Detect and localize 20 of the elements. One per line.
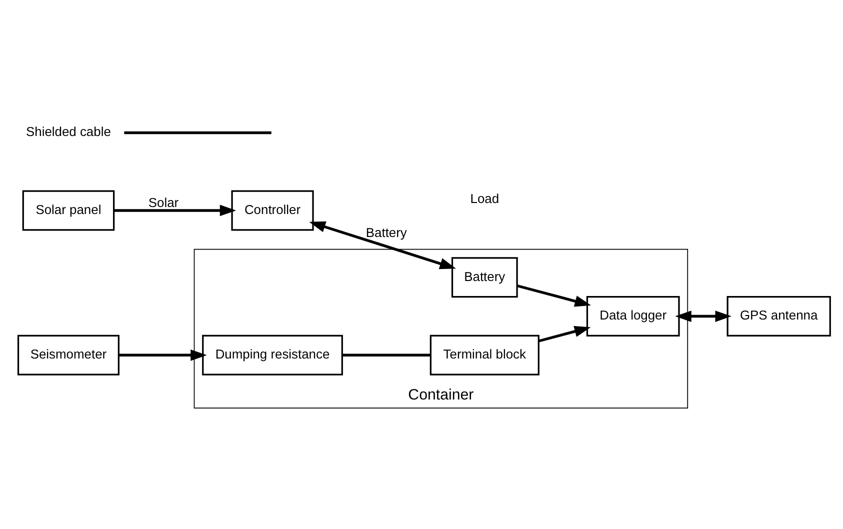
node-box: Seismometer [17,334,120,375]
edge-label: Solar [148,194,179,210]
node-box: GPS antenna [726,296,831,336]
arrow [114,204,236,216]
arrow [118,348,207,360]
node-box: Terminal block [430,334,540,375]
node-box: Solar panel [22,190,115,230]
node-box: Dumping resistance [202,334,343,375]
arrow [675,310,732,322]
connector [124,130,272,134]
arrow [309,220,456,269]
node-box: Battery [451,256,518,298]
node-text: Shielded cable [26,124,111,139]
node-box: Controller [231,190,314,230]
arrow [516,284,592,306]
connector [342,353,431,356]
arrow [538,325,591,342]
label: Load [470,190,500,206]
node-box: Data logger [586,296,680,336]
edge-label: Battery [366,224,407,240]
